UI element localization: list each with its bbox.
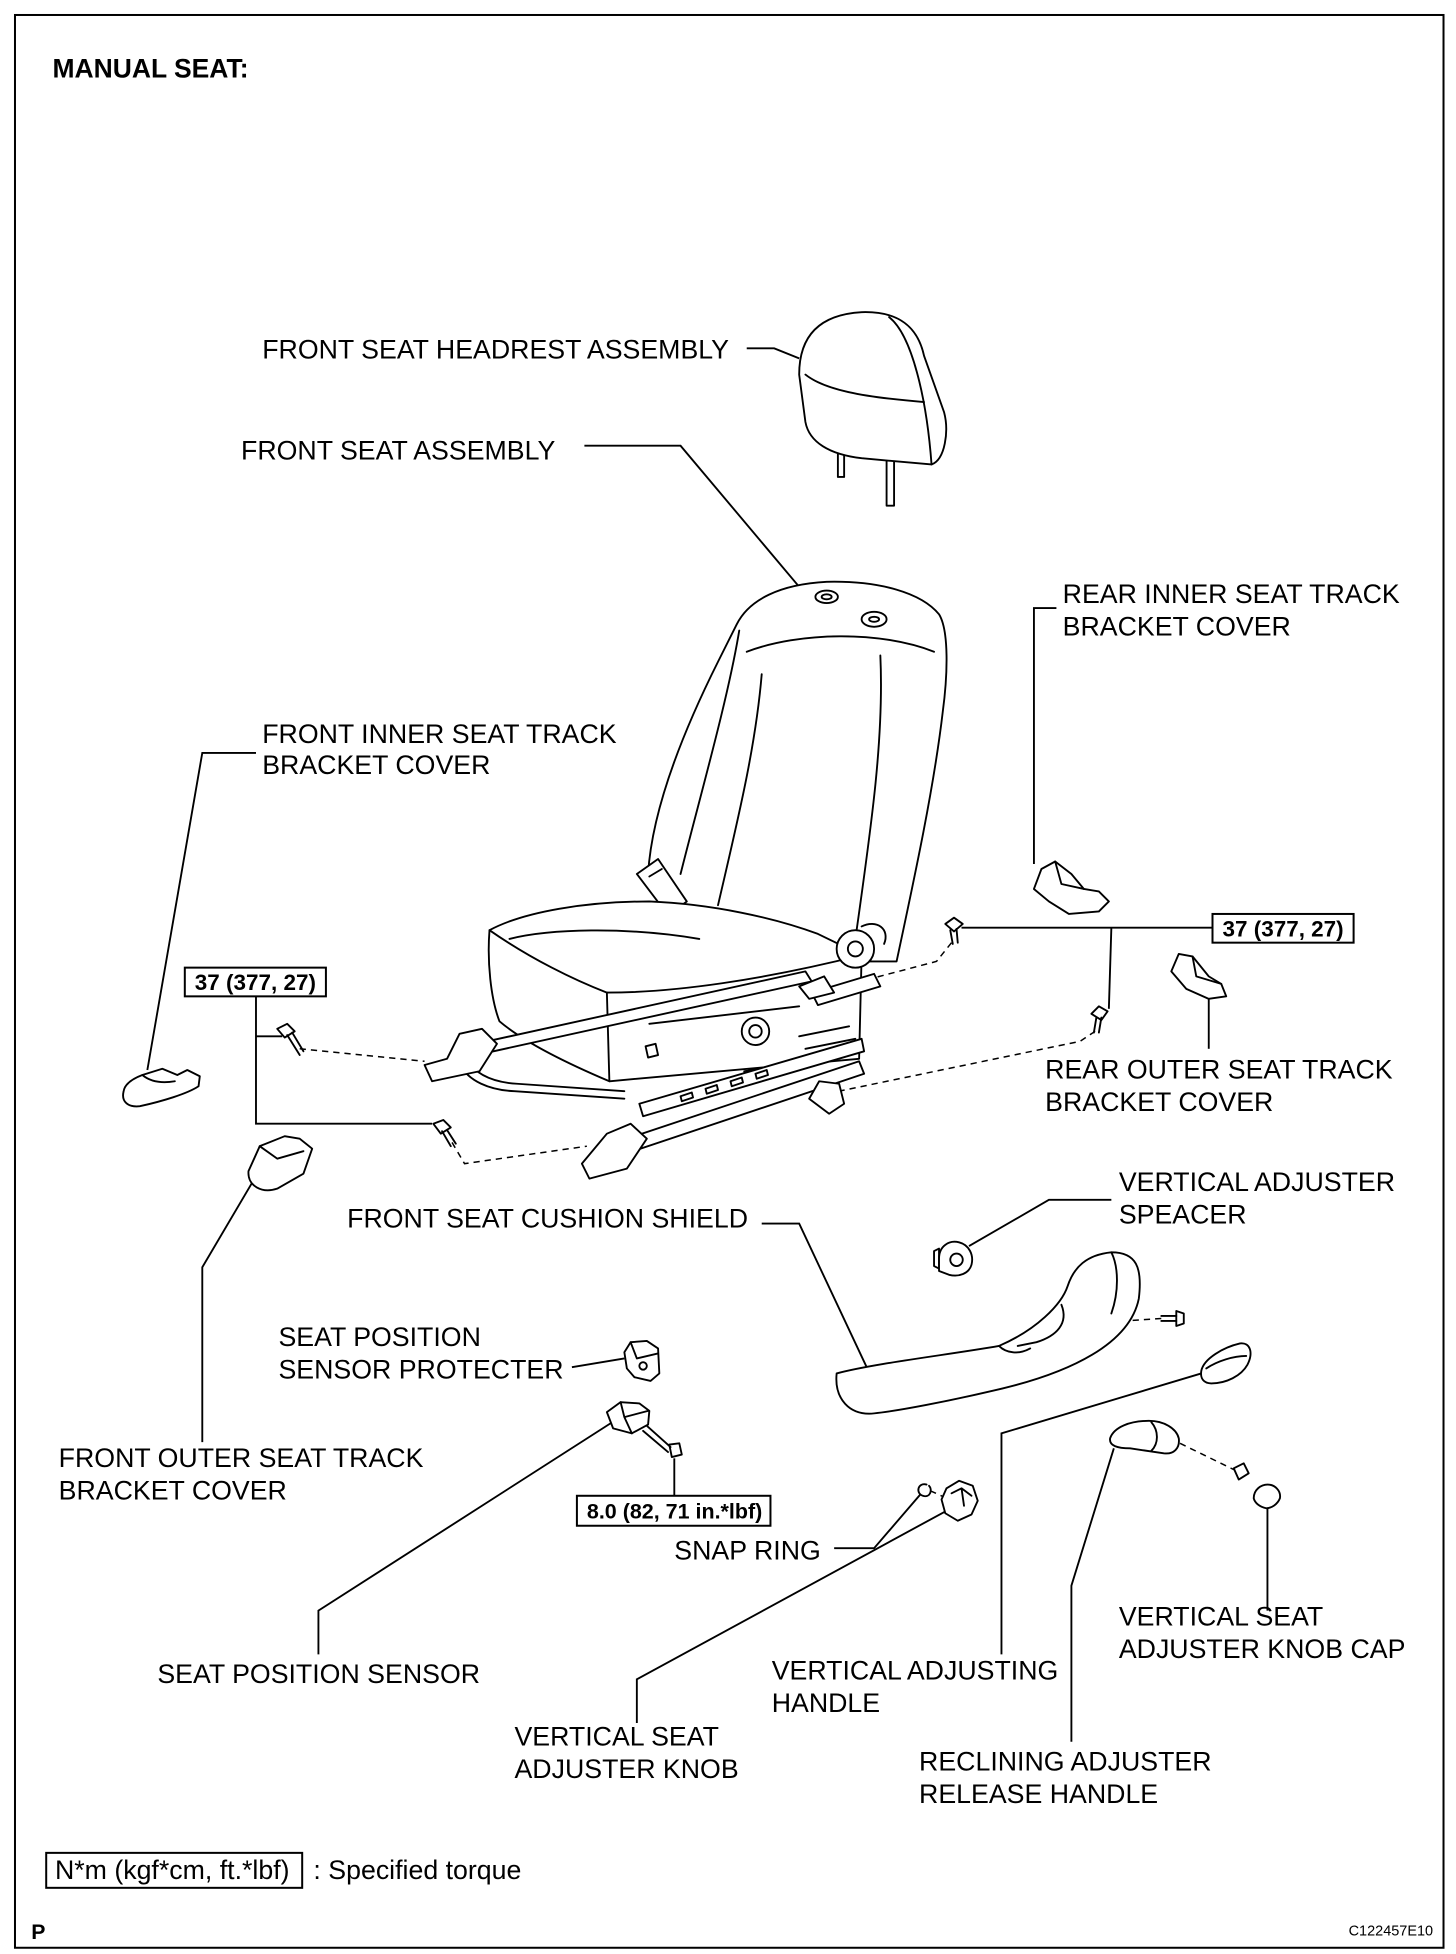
label-front-inner-cover-line2: BRACKET COVER xyxy=(262,750,490,780)
torque-box-rear-track xyxy=(1211,912,1355,944)
bolt-icon xyxy=(1160,1310,1185,1327)
label-adjuster-knob-line2: ADJUSTER KNOB xyxy=(514,1754,738,1784)
label-adjuster-spacer-line1: VERTICAL ADJUSTER xyxy=(1119,1167,1395,1197)
legend-unit: N*m (kgf*cm, ft.*lbf) xyxy=(55,1855,290,1885)
bolt-icon xyxy=(432,1119,457,1148)
leader-adjuster-knob xyxy=(635,1509,947,1724)
label-rear-outer-cover-line1: REAR OUTER SEAT TRACK xyxy=(1045,1055,1393,1085)
page-mark: P xyxy=(31,1921,45,1944)
leader-front-outer-cover xyxy=(201,1175,257,1443)
label-reclining-handle-line2: RELEASE HANDLE xyxy=(919,1779,1158,1809)
sensor-bolt-icon xyxy=(642,1424,683,1459)
seat-position-sensor-drawing xyxy=(605,1401,651,1435)
label-knob-cap-line2: ADJUSTER KNOB CAP xyxy=(1119,1634,1406,1664)
leader-rear-torque xyxy=(961,926,1213,1009)
leader-adjuster-spacer xyxy=(968,1198,1112,1247)
label-sensor-protecter-line2: SENSOR PROTECTER xyxy=(278,1354,563,1384)
label-rear-inner-cover-line1: REAR INNER SEAT TRACK xyxy=(1063,579,1400,609)
legend-description: : Specified torque xyxy=(313,1855,521,1885)
assembly-line xyxy=(826,1030,1096,1095)
vertical-adjuster-spacer-drawing xyxy=(933,1240,974,1277)
leader-cushion-shield xyxy=(761,1222,869,1371)
vertical-seat-adjuster-knob-drawing xyxy=(940,1479,979,1522)
label-vertical-adjusting-handle-line2: HANDLE xyxy=(772,1688,880,1718)
leader-reclining-handle xyxy=(1070,1448,1115,1742)
torque-rear-track-bolts: 37 (377, 27) xyxy=(1222,916,1343,941)
label-snap-ring: SNAP RING xyxy=(674,1535,821,1565)
bolt-icon xyxy=(276,1022,305,1056)
leader-front-inner-cover xyxy=(146,751,256,1071)
front-seat-assembly-drawing xyxy=(423,580,948,1180)
leader-rear-inner-cover xyxy=(1032,607,1057,865)
label-reclining-handle-line1: RECLINING ADJUSTER xyxy=(919,1746,1212,1776)
front-outer-seat-track-bracket-cover-drawing xyxy=(247,1135,314,1192)
leader-front-torque xyxy=(255,996,433,1125)
label-rear-outer-cover-line2: BRACKET COVER xyxy=(1045,1087,1273,1117)
label-adjuster-knob-line1: VERTICAL SEAT xyxy=(514,1721,718,1751)
page-title: MANUAL SEAT: xyxy=(52,53,248,83)
snap-ring-drawing xyxy=(917,1483,932,1498)
torque-sensor-bolt: 8.0 (82, 71 in.*lbf) xyxy=(587,1499,762,1523)
seat-position-sensor-protecter-drawing xyxy=(623,1340,661,1382)
label-seat-assembly: FRONT SEAT ASSEMBLY xyxy=(241,435,555,465)
label-knob-cap-line1: VERTICAL SEAT xyxy=(1119,1602,1323,1632)
vertical-seat-adjuster-knob-cap-drawing xyxy=(1252,1483,1281,1510)
headrest-drawing xyxy=(798,311,948,507)
label-vertical-adjusting-handle-line1: VERTICAL ADJUSTING xyxy=(772,1655,1059,1685)
assembly-line xyxy=(929,1490,945,1498)
label-rear-inner-cover-line2: BRACKET COVER xyxy=(1063,612,1291,642)
label-headrest: FRONT SEAT HEADREST ASSEMBLY xyxy=(262,334,729,364)
front-seat-cushion-shield-drawing xyxy=(835,1251,1141,1415)
screw-icon xyxy=(1232,1462,1250,1481)
leader-vertical-adjusting-handle xyxy=(1000,1372,1202,1655)
vertical-adjusting-handle-drawing xyxy=(1200,1342,1252,1385)
label-front-outer-cover-line2: BRACKET COVER xyxy=(59,1476,287,1506)
label-seat-position-sensor: SEAT POSITION SENSOR xyxy=(157,1659,480,1689)
bolt-icon xyxy=(1090,1005,1109,1034)
label-front-inner-cover-line1: FRONT INNER SEAT TRACK xyxy=(262,719,617,749)
reclining-adjuster-release-handle-drawing xyxy=(1109,1419,1180,1455)
front-inner-seat-track-bracket-cover-drawing xyxy=(122,1067,201,1108)
assembly-line xyxy=(451,1142,588,1165)
legend-torque-box xyxy=(45,1851,304,1889)
torque-box-front-track xyxy=(183,966,327,998)
rear-inner-seat-track-bracket-cover-drawing xyxy=(1032,860,1110,915)
label-front-outer-cover-line1: FRONT OUTER SEAT TRACK xyxy=(59,1443,424,1473)
diagram-frame xyxy=(13,13,1445,1949)
torque-box-sensor xyxy=(575,1494,772,1527)
leader-seat-position-sensor xyxy=(317,1420,615,1655)
assembly-line xyxy=(299,1048,425,1063)
label-cushion-shield: FRONT SEAT CUSHION SHIELD xyxy=(347,1203,748,1233)
bolt-icon xyxy=(944,916,964,945)
label-adjuster-spacer-line2: SPEACER xyxy=(1119,1200,1247,1230)
rear-outer-seat-track-bracket-cover-drawing xyxy=(1170,952,1228,1000)
figure-code: C122457E10 xyxy=(1349,1923,1433,1939)
label-sensor-protecter-line1: SEAT POSITION xyxy=(278,1322,480,1352)
leader-snap-ring xyxy=(834,1493,922,1550)
leader-seat-assembly xyxy=(584,444,800,588)
torque-front-track-bolts: 37 (377, 27) xyxy=(195,970,316,995)
assembly-line xyxy=(1179,1442,1235,1471)
leader-sensor-protecter xyxy=(571,1357,625,1369)
leader-headrest xyxy=(746,347,800,360)
